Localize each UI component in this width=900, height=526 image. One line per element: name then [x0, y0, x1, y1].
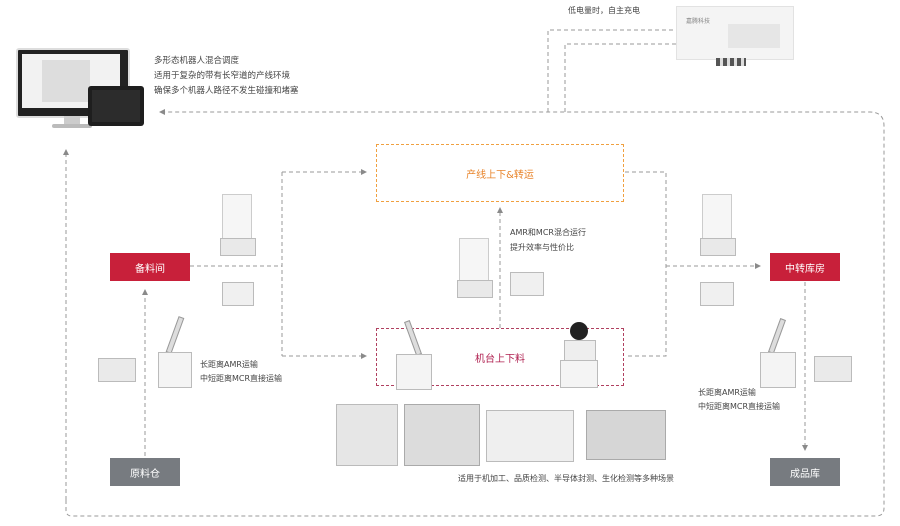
machine-load-box: 机台上下料: [376, 328, 624, 386]
robot-image: [700, 282, 734, 306]
prep-area-node: 备料间: [110, 253, 190, 281]
monitor-text-1: 多形态机器人混合调度: [154, 56, 240, 66]
robot-image: [98, 358, 136, 382]
left-note-1: 长距离AMR运输: [200, 360, 258, 369]
robot-image: [222, 282, 254, 306]
monitor-text-3: 确保多个机器人路径不发生碰撞和堵塞: [154, 86, 299, 96]
robot-arm-image: [396, 320, 432, 390]
left-note-2: 中短距离MCR直接运输: [200, 374, 283, 383]
lathe-machine-image: [586, 410, 666, 460]
monitor-text-2: 适用于复杂的带有长窄道的产线环境: [154, 71, 291, 81]
cnc-machine-image: [336, 404, 398, 466]
right-note-1: 长距离AMR运输: [698, 388, 756, 397]
line-transfer-box: 产线上下&转运: [376, 144, 624, 202]
mixed-note-2: 提升效率与性价比: [510, 243, 574, 252]
right-note-2: 中短距离MCR直接运输: [698, 402, 781, 411]
robot-image: [510, 272, 544, 296]
robot-image: [218, 194, 258, 256]
robot-arm-image: [760, 318, 796, 388]
transfer-warehouse-node: 中转库房: [770, 253, 840, 281]
robot-arm-image: [158, 316, 192, 388]
robot-image: [814, 356, 852, 382]
injection-machine-image: [486, 410, 574, 462]
charging-station-image: 嘉腾科技: [676, 6, 798, 68]
scenes-note: 适用于机加工、品质检测、半导体封测、生化检测等多种场景: [458, 474, 674, 483]
monitor-image: [12, 48, 144, 132]
charging-label: 低电量时，自主充电: [568, 6, 640, 15]
mixed-note-1: AMR和MCR混合运行: [510, 228, 586, 237]
robot-image: [455, 238, 495, 298]
raw-warehouse-node: 原料仓: [110, 458, 180, 486]
humanoid-robot-image: [556, 322, 604, 388]
robot-image: [698, 194, 738, 256]
finished-warehouse-node: 成品库: [770, 458, 840, 486]
station-brand: 嘉腾科技: [686, 18, 711, 25]
cnc-machine-image: [404, 404, 480, 466]
